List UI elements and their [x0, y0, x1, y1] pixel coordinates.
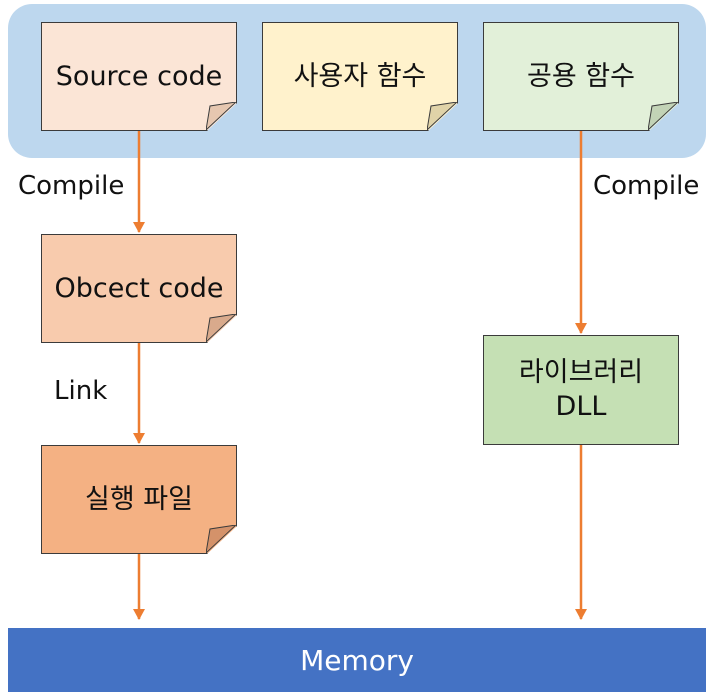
source-code-note: Source code	[41, 22, 237, 131]
arrowhead-icon	[133, 222, 145, 233]
object-code-note: Obcect code	[41, 234, 237, 343]
dll-label: DLL	[555, 391, 607, 422]
executable-label: 실행 파일	[85, 483, 193, 515]
library-label: 라이브러리	[518, 357, 644, 389]
compile-label-left: Compile	[18, 171, 125, 201]
user-function-label: 사용자 함수	[293, 60, 427, 92]
shared-function-label: 공용 함수	[527, 60, 635, 92]
note-fold-icon	[206, 314, 236, 342]
note-fold-icon	[206, 525, 236, 553]
user-function-note: 사용자 함수	[262, 22, 458, 131]
executable-note: 실행 파일	[41, 445, 237, 554]
arrowhead-icon	[133, 433, 145, 444]
arrowhead-icon	[575, 323, 587, 334]
arrowhead-icon	[575, 609, 587, 620]
shared-function-note: 공용 함수	[483, 22, 679, 131]
source-code-label: Source code	[55, 60, 223, 92]
compile-label-right: Compile	[593, 171, 700, 201]
arrowhead-icon	[133, 609, 145, 620]
memory-bar: Memory	[8, 628, 706, 692]
memory-label: Memory	[300, 643, 414, 677]
note-fold-icon	[427, 102, 457, 130]
link-label: Link	[54, 376, 108, 406]
object-code-label: Obcect code	[54, 272, 224, 304]
library-dll-box: 라이브러리 DLL	[483, 335, 679, 445]
note-fold-icon	[648, 102, 678, 130]
note-fold-icon	[206, 102, 236, 130]
